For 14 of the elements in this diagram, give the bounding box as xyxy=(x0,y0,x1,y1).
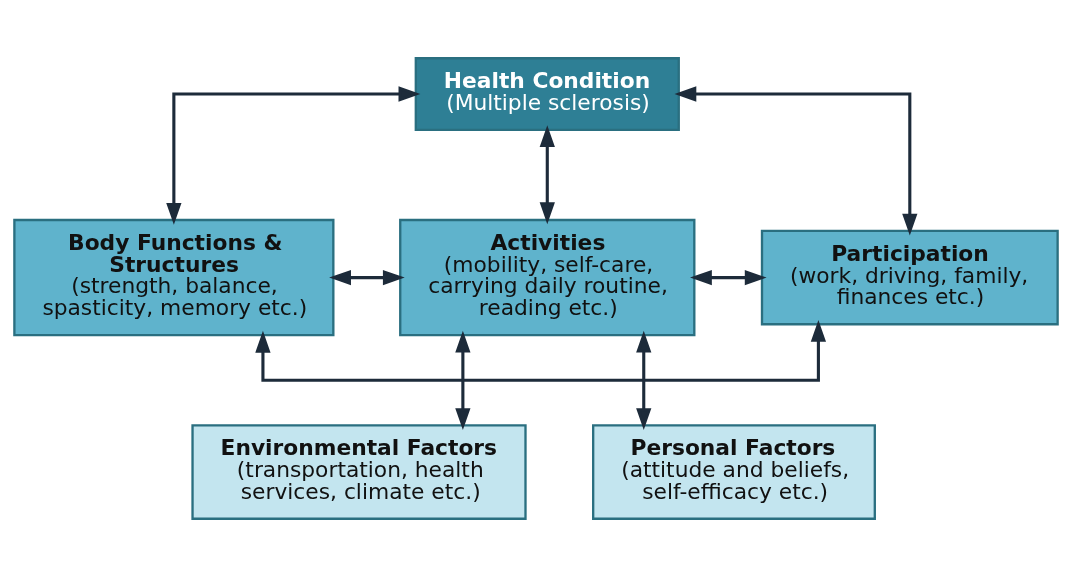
arrow xyxy=(690,269,767,285)
arrow xyxy=(674,85,918,235)
node-box: Body Functions & Structures (strength, balance, spasticity, memory etc.) xyxy=(13,218,335,336)
arrow xyxy=(166,85,421,225)
node-box: Environmental Factors (transportation, health services, climate etc.) xyxy=(191,423,527,520)
node-box: Activities (mobility, self-care, carrying daily routine, reading etc.) xyxy=(399,218,696,336)
arrow xyxy=(539,124,555,224)
arrow xyxy=(455,330,471,430)
arrow xyxy=(329,269,405,285)
node-box: Participation (work, driving, family, finances etc.) xyxy=(760,229,1059,325)
node-box: Personal Factors (attitude and beliefs, self-efficacy etc.) xyxy=(592,423,876,520)
arrow xyxy=(255,319,827,382)
node-box: Health Condition (Multiple sclerosis) xyxy=(414,56,680,131)
arrow xyxy=(636,330,652,430)
